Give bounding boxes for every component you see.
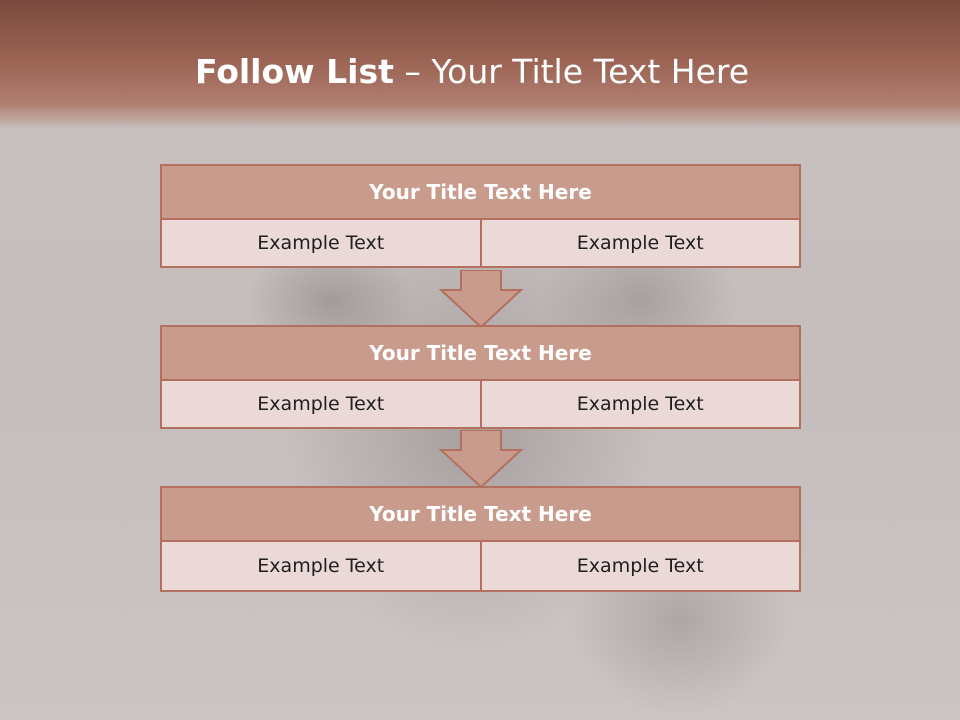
step-row: Example Text Example Text <box>160 379 801 429</box>
slide-title-bold: Follow List <box>194 52 394 91</box>
step-cell-right: Example Text <box>479 379 801 429</box>
step-cell-left: Example Text <box>160 379 482 429</box>
header-band <box>0 0 960 130</box>
step-cell-left: Example Text <box>160 540 482 592</box>
step-block-3: Your Title Text Here Example Text Exampl… <box>160 486 801 592</box>
down-arrow-icon <box>438 430 524 488</box>
down-arrow-icon <box>438 270 524 328</box>
step-title: Your Title Text Here <box>160 486 801 542</box>
step-title: Your Title Text Here <box>160 325 801 381</box>
step-cell-right: Example Text <box>479 218 801 268</box>
step-row: Example Text Example Text <box>160 540 801 592</box>
slide-title: Follow List – Your Title Text Here <box>0 52 944 91</box>
step-cell-right: Example Text <box>479 540 801 592</box>
step-row: Example Text Example Text <box>160 218 801 268</box>
step-title: Your Title Text Here <box>160 164 801 220</box>
step-block-1: Your Title Text Here Example Text Exampl… <box>160 164 801 268</box>
slide-title-rest: – Your Title Text Here <box>393 52 750 91</box>
step-cell-left: Example Text <box>160 218 482 268</box>
step-block-2: Your Title Text Here Example Text Exampl… <box>160 325 801 429</box>
